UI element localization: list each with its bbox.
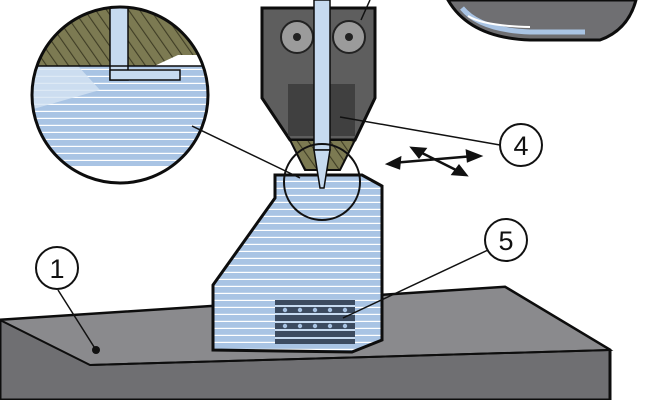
callout-1: 1 xyxy=(35,246,79,290)
infill-lattice xyxy=(275,300,355,344)
callout-label-1: 1 xyxy=(49,254,64,284)
xy-motion-arrows-icon xyxy=(384,146,484,177)
callout-4: 4 xyxy=(499,123,543,167)
callout-label-4: 4 xyxy=(513,131,528,161)
magnifier-detail-icon xyxy=(30,5,301,185)
printed-part-icon xyxy=(211,173,384,354)
callout-5: 5 xyxy=(484,218,528,262)
callout-label-5: 5 xyxy=(498,226,513,256)
tip-detail-circle xyxy=(283,143,361,221)
print-head-icon xyxy=(260,0,377,189)
top-right-magnifier xyxy=(446,0,638,42)
leader-lines xyxy=(57,116,501,351)
